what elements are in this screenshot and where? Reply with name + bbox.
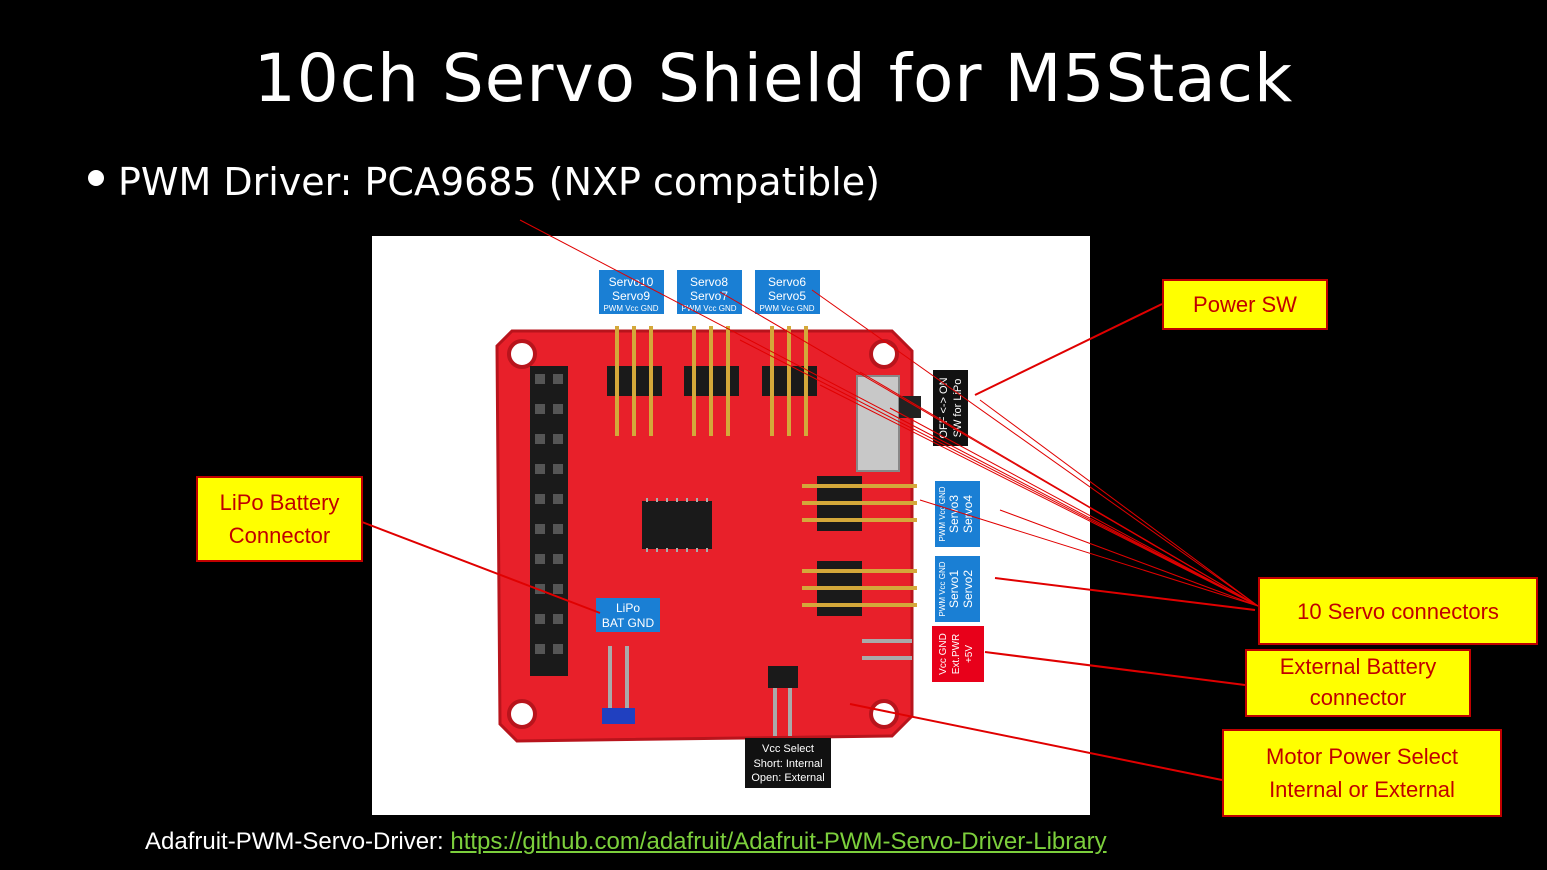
servo9-text: Servo9 [612, 289, 650, 303]
ext-pwr-pins-text: Vcc GND [938, 633, 949, 675]
power-sw-callout: Power SW [1162, 279, 1328, 330]
lipo-pins-text: BAT GND [602, 616, 655, 630]
vcc-select-open: Open: External [751, 772, 824, 784]
footer-prefix: Adafruit-PWM-Servo-Driver: [145, 828, 451, 855]
footer-reference: Adafruit-PWM-Servo-Driver: https://githu… [145, 828, 1107, 856]
servo8-text: Servo8 [690, 275, 728, 289]
servo10-9-label: Servo10 Servo9 PWM Vcc GND [599, 270, 664, 314]
servo-connectors-callout: 10 Servo connectors [1258, 577, 1538, 645]
servo6-text: Servo6 [768, 275, 806, 289]
lipo-callout-line2: Connector [228, 523, 331, 548]
vcc-select-title: Vcc Select [762, 743, 814, 755]
board-illustration: Servo10 Servo9 PWM Vcc GND Servo8 Servo7… [495, 270, 984, 788]
slide-title: 10ch Servo Shield for M5Stack [253, 40, 1294, 117]
ext-pwr-volt-text: +5V [964, 645, 975, 663]
github-link[interactable]: https://github.com/adafruit/Adafruit-PWM… [450, 828, 1107, 855]
vcc-select-label: Vcc Select Short: Internal Open: Externa… [745, 738, 831, 788]
servo3-4-pins-text: PWM Vcc GND [938, 486, 947, 541]
servo10-9-pins-text: PWM Vcc GND [603, 304, 658, 313]
motor-power-line2: Internal or External [1269, 777, 1455, 802]
bullet-text: PWM Driver: PCA9685 (NXP compatible) [118, 160, 880, 204]
ext-pwr-text: Ext.PWR [951, 634, 962, 675]
vcc-select-short: Short: Internal [753, 758, 822, 770]
servo3-text: Servo3 [947, 495, 961, 533]
lipo-callout-line1: LiPo Battery [219, 490, 340, 515]
bullet-item: PWM Driver: PCA9685 (NXP compatible) [84, 160, 880, 204]
lipo-text: LiPo [616, 601, 640, 615]
switch-desc-text: SW for LiPo [952, 379, 964, 438]
bullet-icon [88, 170, 104, 186]
power-switch-label: OFF <-> ON SW for LiPo [933, 370, 968, 446]
servo1-text: Servo1 [947, 570, 961, 608]
external-battery-line1: External Battery [1279, 654, 1437, 680]
servo6-5-label: Servo6 Servo5 PWM Vcc GND [755, 270, 820, 314]
lipo-label: LiPo BAT GND [596, 598, 660, 632]
servo3-4-label: PWM Vcc GND Servo3 Servo4 [935, 481, 980, 547]
servo8-7-pins-text: PWM Vcc GND [681, 304, 736, 313]
servo4-text: Servo4 [961, 495, 975, 533]
servo2-text: Servo2 [961, 570, 975, 608]
servo1-2-label: PWM Vcc GND Servo1 Servo2 [935, 556, 980, 622]
servo6-5-pins-text: PWM Vcc GND [759, 304, 814, 313]
external-battery-callout: External Battery connector [1245, 649, 1471, 717]
servo10-text: Servo10 [609, 275, 654, 289]
lipo-battery-callout: LiPo Battery Connector [196, 476, 363, 562]
servo1-2-pins-text: PWM Vcc GND [938, 561, 947, 616]
power-sw-callout-text: Power SW [1193, 292, 1297, 317]
board-photo: Servo10 Servo9 PWM Vcc GND Servo8 Servo7… [372, 236, 1090, 815]
motor-power-callout: Motor Power Select Internal or External [1222, 729, 1502, 817]
servo7-text: Servo7 [690, 289, 728, 303]
servo-connectors-callout-text: 10 Servo connectors [1297, 598, 1499, 624]
servo8-7-label: Servo8 Servo7 PWM Vcc GND [677, 270, 742, 314]
motor-power-line1: Motor Power Select [1266, 744, 1458, 769]
external-battery-line2: connector [1309, 685, 1407, 710]
ext-pwr-label: Vcc GND Ext.PWR +5V [932, 626, 984, 682]
servo5-text: Servo5 [768, 289, 806, 303]
